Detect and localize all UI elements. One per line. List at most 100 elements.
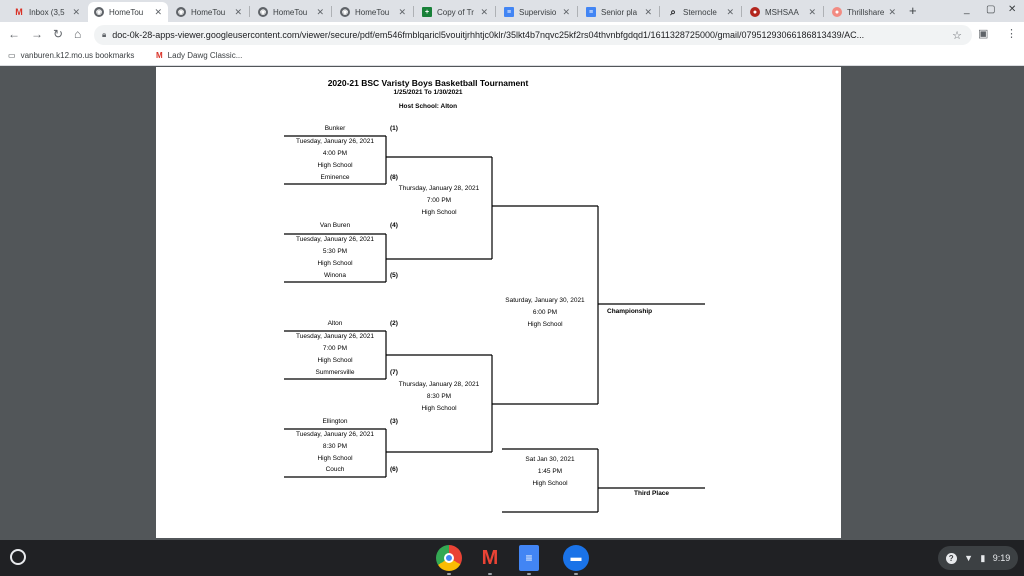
close-icon[interactable]: ✕ xyxy=(644,6,652,17)
seed-label: (3) xyxy=(390,418,398,425)
team-name: Summersville xyxy=(315,369,355,376)
running-indicator xyxy=(488,573,492,575)
files-icon[interactable]: ▬ xyxy=(563,545,589,571)
back-arrow-icon[interactable]: ← xyxy=(8,27,20,41)
bookmark-link[interactable]: M Lady Dawg Classic... xyxy=(156,51,242,60)
extension-icon[interactable]: ▣ xyxy=(978,28,989,40)
game-venue: High School xyxy=(527,321,563,328)
tab-label: Supervisio xyxy=(519,7,557,17)
pin-icon: ● xyxy=(832,7,842,17)
close-icon[interactable]: ✕ xyxy=(726,6,734,17)
team-name: Bunker xyxy=(324,125,346,132)
address-bar[interactable]: 🔒︎ doc-0k-28-apps-viewer.googleuserconte… xyxy=(94,25,972,45)
tab-supervision[interactable]: ≡ Supervisio ✕ xyxy=(498,2,576,22)
search-icon: ⌕ xyxy=(670,6,676,18)
launcher-icon[interactable] xyxy=(10,549,26,565)
tab-mshsaa[interactable]: ● MSHSAA ✕ xyxy=(744,2,822,22)
tab-label: HomeTou xyxy=(191,7,226,17)
tab-strip: M Inbox (3,5 ✕ ◉ HomeTou ✕ ◉ HomeTou ✕ ◉… xyxy=(0,0,1024,22)
tab-hometour-active[interactable]: ◉ HomeTou ✕ xyxy=(88,2,168,22)
forward-arrow-icon[interactable]: → xyxy=(31,27,43,41)
star-icon[interactable]: ☆ xyxy=(952,29,962,42)
seed-label: (7) xyxy=(390,369,398,376)
tab-inbox[interactable]: M Inbox (3,5 ✕ xyxy=(8,2,86,22)
docs-icon: ≡ xyxy=(586,7,596,17)
team-name: Couch xyxy=(325,466,345,473)
game-venue: High School xyxy=(532,480,568,487)
team-name: Ellington xyxy=(322,418,348,425)
tab-sternocle[interactable]: ⌕ Sternocle ✕ xyxy=(662,2,740,22)
minimize-button[interactable]: _ xyxy=(964,4,970,15)
reload-icon[interactable]: ↻ xyxy=(53,27,64,41)
tab-thrillshare[interactable]: ● Thrillshare ✕ xyxy=(826,2,902,22)
tab-hometour[interactable]: ◉ HomeTou ✕ xyxy=(252,2,330,22)
game-time: 6:00 PM xyxy=(532,309,558,316)
close-icon[interactable]: ✕ xyxy=(234,6,242,17)
game-venue: High School xyxy=(421,209,457,216)
gmail-icon[interactable]: M xyxy=(481,546,499,569)
game-venue: High School xyxy=(317,162,353,169)
pdf-viewer: 2020-21 BSC Varisty Boys Basketball Tour… xyxy=(0,66,1024,540)
game-date: Tuesday, January 26, 2021 xyxy=(295,431,375,438)
lock-icon[interactable]: 🔒︎ xyxy=(102,30,107,39)
close-icon[interactable]: ✕ xyxy=(72,6,80,17)
docs-icon: ≡ xyxy=(504,7,514,17)
close-icon[interactable]: ✕ xyxy=(316,6,324,17)
tab-copy-of[interactable]: + Copy of Tr ✕ xyxy=(416,2,494,22)
close-icon[interactable]: ✕ xyxy=(808,6,816,17)
battery-icon: ▮ xyxy=(980,552,986,563)
game-date: Saturday, January 30, 2021 xyxy=(505,297,585,304)
game-date: Sat Jan 30, 2021 xyxy=(525,456,575,463)
close-icon[interactable]: ✕ xyxy=(888,6,896,17)
maximize-button[interactable]: ▢ xyxy=(986,4,996,15)
tab-separator xyxy=(331,6,332,17)
tab-senior-plan[interactable]: ≡ Senior pla ✕ xyxy=(580,2,658,22)
game-date: Thursday, January 28, 2021 xyxy=(398,185,480,192)
team-name: Winona xyxy=(323,272,347,279)
game-venue: High School xyxy=(317,260,353,267)
docs-icon[interactable]: ≡ xyxy=(519,545,539,571)
tab-label: Sternocle xyxy=(683,7,717,17)
game-date: Thursday, January 28, 2021 xyxy=(398,381,480,388)
gmail-icon: M xyxy=(156,51,163,60)
third-place-label: Third Place xyxy=(634,490,670,497)
tab-label: Senior pla xyxy=(601,7,638,17)
close-icon[interactable]: ✕ xyxy=(562,6,570,17)
tab-label: Copy of Tr xyxy=(437,7,474,17)
game-time: 8:30 PM xyxy=(322,443,348,450)
bookmarks-bar: ▭ vanburen.k12.mo.us bookmarks M Lady Da… xyxy=(0,48,1024,66)
tab-hometour[interactable]: ◉ HomeTou ✕ xyxy=(334,2,412,22)
tab-label: HomeTou xyxy=(273,7,308,17)
tournament-title: 2020-21 BSC Varisty Boys Basketball Tour… xyxy=(327,78,529,88)
tab-hometour[interactable]: ◉ HomeTou ✕ xyxy=(170,2,248,22)
menu-kebab-icon[interactable]: ⋮ xyxy=(1006,28,1017,40)
close-window-button[interactable]: ✕ xyxy=(1008,4,1017,15)
globe-icon: ◉ xyxy=(94,7,104,17)
gmail-icon: M xyxy=(15,7,23,17)
seed-label: (6) xyxy=(390,466,398,473)
os-shelf: M ≡ ▬ ? ▼ ▮ 9:19 xyxy=(0,540,1024,576)
running-indicator xyxy=(574,573,578,575)
folder-icon: ▭ xyxy=(8,51,16,60)
bracket-lines xyxy=(284,135,705,513)
bookmark-folder[interactable]: ▭ vanburen.k12.mo.us bookmarks xyxy=(8,51,134,60)
close-icon[interactable]: ✕ xyxy=(480,6,488,17)
home-icon[interactable]: ⌂ xyxy=(74,27,82,41)
game-time: 7:00 PM xyxy=(322,345,348,352)
chrome-icon[interactable] xyxy=(436,545,462,571)
game-date: Tuesday, January 26, 2021 xyxy=(295,236,375,243)
seed-label: (5) xyxy=(390,272,398,279)
close-icon[interactable]: ✕ xyxy=(154,6,162,17)
tab-separator xyxy=(659,6,660,17)
globe-icon: ◉ xyxy=(176,7,186,17)
mshsaa-icon: ● xyxy=(750,7,760,17)
status-tray[interactable]: ? ▼ ▮ 9:19 xyxy=(938,546,1018,570)
running-indicator xyxy=(527,573,531,575)
seed-label: (4) xyxy=(390,222,398,229)
host-school: Host School: Alton xyxy=(398,103,458,110)
tab-separator xyxy=(249,6,250,17)
new-tab-button[interactable]: + xyxy=(909,3,917,18)
tab-separator xyxy=(823,6,824,17)
tab-label: Inbox (3,5 xyxy=(29,7,65,17)
close-icon[interactable]: ✕ xyxy=(398,6,406,17)
